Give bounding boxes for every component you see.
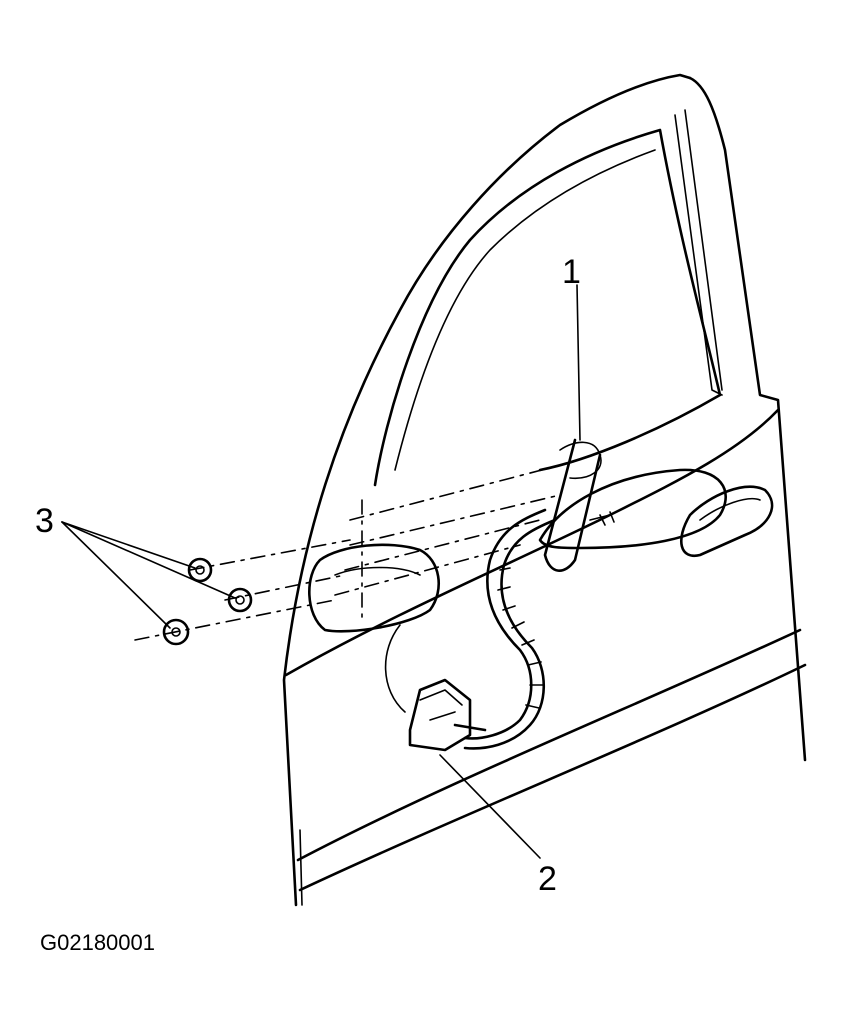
leader-line-1	[576, 284, 581, 441]
mounting-stud-lines	[134, 459, 581, 641]
leader-line-3b	[61, 521, 236, 599]
leader-line-2	[439, 754, 541, 859]
callout-1-label: 1	[562, 253, 581, 291]
figure-id: G02180001	[40, 930, 155, 955]
mirror-nut	[162, 618, 190, 646]
leader-line-3c	[61, 521, 171, 629]
leader-lines	[61, 284, 581, 859]
mirror-assembly	[538, 438, 727, 572]
electrical-connector	[408, 678, 487, 752]
mirror-nut	[187, 557, 213, 583]
callout-2-label: 2	[538, 860, 557, 898]
callout-3-label: 3	[35, 502, 54, 540]
wiring-harness	[384, 508, 557, 750]
door-panel	[282, 73, 807, 907]
leader-line-3a	[61, 521, 196, 569]
mirror-nut	[227, 587, 253, 613]
